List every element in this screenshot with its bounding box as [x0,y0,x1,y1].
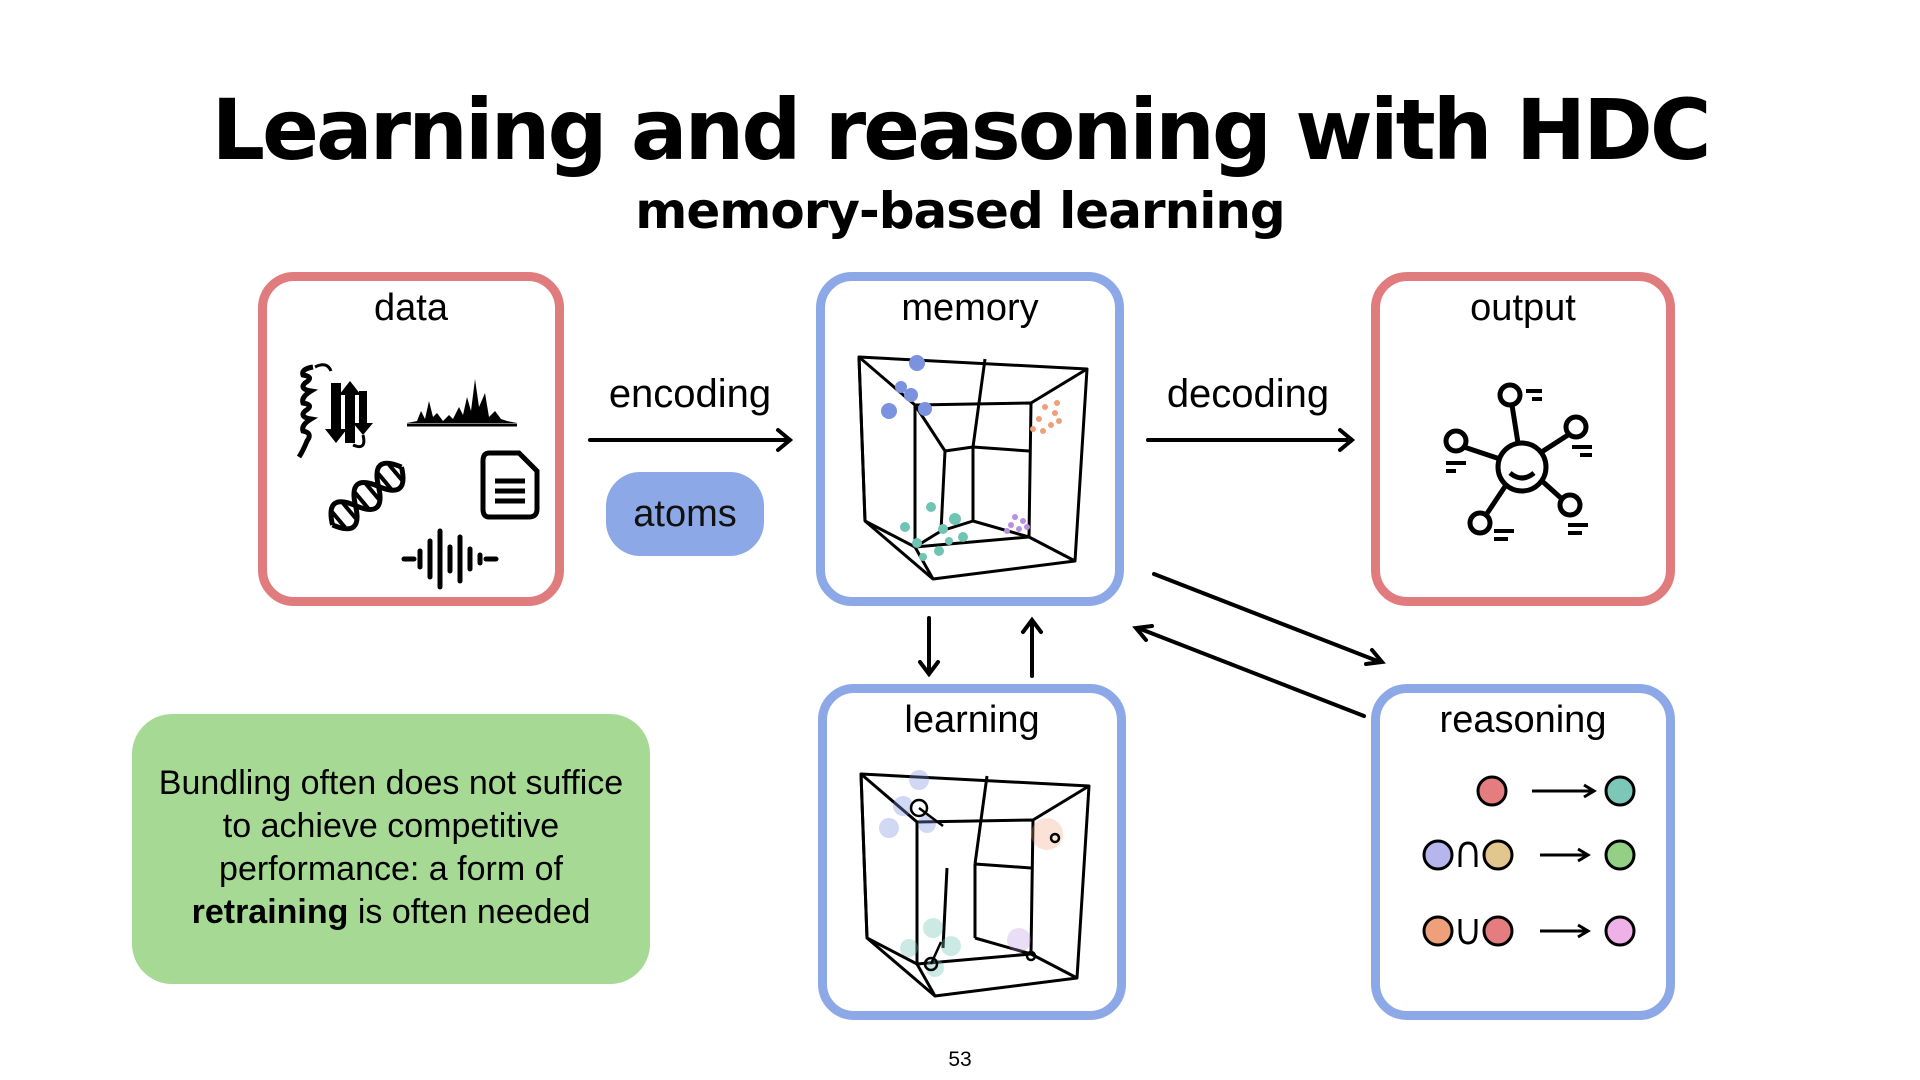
data-box: data [258,272,564,606]
learning-box: learning [818,684,1126,1020]
decoding-label: decoding [1166,372,1330,416]
spectrum-icon [407,379,517,427]
memory-box-label: memory [901,287,1039,329]
rule-2-input-b [1482,839,1514,871]
memory-to-learning-arrow [918,616,940,678]
data-box-label: data [374,287,448,329]
note-line-4: retraining is often needed [132,891,650,934]
output-box-label: output [1470,287,1576,329]
memory-box: memory [816,272,1124,606]
note-bold-word: retraining [191,893,349,931]
encoding-label: encoding [608,372,772,416]
learning-to-memory-arrow [1021,616,1043,678]
rule-2 [1422,839,1636,871]
note-line-2: to achieve competitive [222,807,560,845]
decoding-arrow [1146,428,1356,452]
dna-icon [328,460,406,532]
reasoning-to-memory-arrow [1132,624,1366,718]
rule-3-input-a [1422,915,1454,947]
rule-1-output [1604,775,1636,807]
page-number: 53 [948,1048,972,1071]
rule-3-output [1604,915,1636,947]
rule-3 [1422,915,1636,947]
retraining-note: Bundling often does not suffice to achie… [132,714,650,984]
rule-2-output [1604,839,1636,871]
rule-2-input-a [1422,839,1454,871]
slide-title: Learning and reasoning with HDC [211,81,1711,179]
network-hub-icon [1443,382,1592,541]
rule-3-input-b [1482,915,1514,947]
rule-1 [1476,775,1636,807]
reasoning-box-label: reasoning [1439,699,1607,741]
output-box: output [1371,272,1675,606]
waveform-icon [401,528,499,590]
reasoning-rules [1422,775,1636,947]
protein-icon [296,363,373,459]
encoding-arrow [588,428,794,452]
atoms-pill: atoms [606,472,764,556]
hypercube-icon [857,355,1089,581]
reasoning-box: reasoning [1371,684,1675,1020]
memory-to-reasoning-arrow [1152,572,1386,666]
slide-subtitle: memory-based learning [635,182,1285,240]
learning-box-label: learning [904,699,1040,741]
document-icon [480,450,540,520]
rule-1-input [1476,775,1508,807]
note-line-4-rest: is often needed [348,893,591,931]
note-line-1: Bundling often does not suffice [158,764,624,802]
note-line-3: performance: a form of [219,850,563,888]
hypercube-icon [859,770,1091,998]
